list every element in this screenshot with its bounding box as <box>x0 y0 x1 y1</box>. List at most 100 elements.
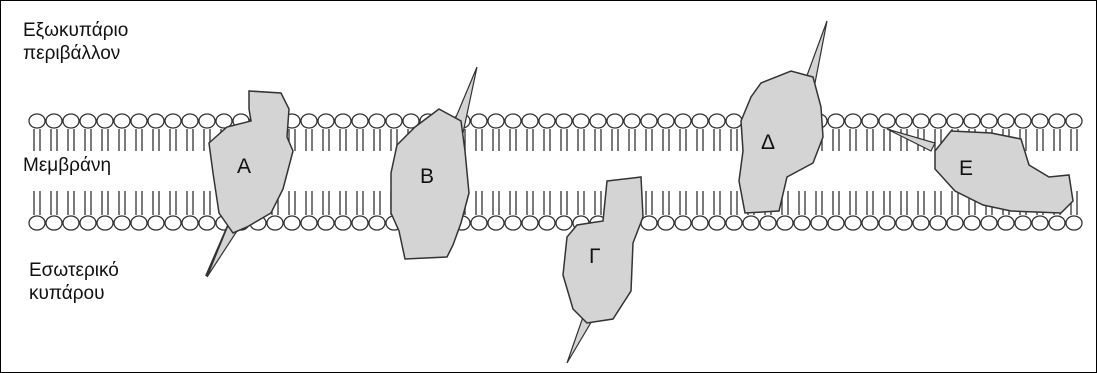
lipid-head <box>980 113 998 129</box>
lipid-head <box>1031 215 1049 231</box>
lipid-head <box>1048 113 1066 129</box>
lipid-head <box>130 215 148 231</box>
lipid-head <box>1065 113 1083 129</box>
lipid-head <box>640 215 658 231</box>
lipid-head <box>521 113 539 129</box>
lipid-head <box>96 215 114 231</box>
lipid-head <box>963 215 981 231</box>
lipid-head <box>657 113 675 129</box>
lipid-head <box>147 215 165 231</box>
lipid-head <box>776 215 794 231</box>
lipid-head <box>861 113 879 129</box>
lipid-head <box>623 113 641 129</box>
lipid-head <box>725 215 743 231</box>
lipid-head <box>487 113 505 129</box>
lipid-head <box>946 215 964 231</box>
lipid-head <box>1014 215 1032 231</box>
lipid-head <box>164 113 182 129</box>
protein-e-label: Ε <box>959 157 973 180</box>
lipid-head <box>368 113 386 129</box>
lipid-head <box>45 113 63 129</box>
lipid-head <box>589 113 607 129</box>
lipid-head <box>487 215 505 231</box>
lipid-head <box>929 215 947 231</box>
lipid-head <box>300 215 318 231</box>
lipid-head <box>844 113 862 129</box>
lipid-head <box>130 113 148 129</box>
lipid-head <box>283 215 301 231</box>
lipid-head <box>640 113 658 129</box>
lipid-head <box>674 215 692 231</box>
membrane-label: Μεμβράνη <box>23 154 114 177</box>
lipid-head <box>997 215 1015 231</box>
lipid-head <box>793 215 811 231</box>
lipid-head <box>555 113 573 129</box>
lipid-head <box>878 215 896 231</box>
protein-e-tail <box>886 128 936 152</box>
lipid-head <box>606 113 624 129</box>
lipid-head <box>402 113 420 129</box>
lipid-head <box>504 113 522 129</box>
lipid-head <box>96 113 114 129</box>
lipid-head <box>963 113 981 129</box>
lipid-head <box>215 113 233 129</box>
intracellular-label-line1: Εσωτερικό <box>29 260 119 281</box>
lipid-head <box>45 215 63 231</box>
lipid-head <box>878 113 896 129</box>
lipid-head <box>28 215 46 231</box>
protein-d-body <box>738 70 824 214</box>
lipid-head <box>572 113 590 129</box>
lipid-head <box>691 215 709 231</box>
extracellular-label: Εξωκυπάριο περιβάλλον <box>23 19 128 65</box>
extracellular-label-line1: Εξωκυπάριο <box>23 20 129 41</box>
lipid-head <box>555 215 573 231</box>
lipid-head <box>79 113 97 129</box>
lipid-head <box>827 113 845 129</box>
lipid-head <box>929 113 947 129</box>
extracellular-label-line2: περιβάλλον <box>23 43 121 64</box>
lipid-head <box>759 215 777 231</box>
lipid-head <box>997 113 1015 129</box>
lipid-head <box>895 113 913 129</box>
protein-g-body <box>562 176 644 324</box>
lipid-head <box>368 215 386 231</box>
lipid-head <box>538 215 556 231</box>
lipid-head <box>351 215 369 231</box>
lipid-head <box>62 113 80 129</box>
lipid-head <box>827 215 845 231</box>
lipid-head <box>521 215 539 231</box>
lipid-head <box>810 215 828 231</box>
intracellular-label-line2: κυπάρου <box>29 283 105 304</box>
lipid-head <box>266 215 284 231</box>
lipid-head <box>691 113 709 129</box>
lipid-head <box>470 113 488 129</box>
lipid-head <box>62 215 80 231</box>
protein-a-body <box>208 90 294 234</box>
lipid-head <box>725 113 743 129</box>
lipid-head <box>317 215 335 231</box>
protein-g: Γ <box>562 176 644 364</box>
lipid-head <box>385 113 403 129</box>
lipid-head <box>538 113 556 129</box>
lipid-head <box>895 215 913 231</box>
intracellular-label: Εσωτερικό κυπάρου <box>29 259 119 305</box>
protein-d-tail <box>804 20 828 84</box>
protein-b: Β <box>390 66 478 260</box>
protein-e-body <box>934 130 1074 214</box>
lipid-head <box>147 113 165 129</box>
protein-b-label: Β <box>420 165 434 188</box>
lipid-head <box>181 113 199 129</box>
lipid-head <box>708 113 726 129</box>
lipid-head <box>351 113 369 129</box>
lipid-head <box>28 113 46 129</box>
protein-a: Α <box>205 90 294 278</box>
lipid-head <box>1014 113 1032 129</box>
lipid-head <box>674 113 692 129</box>
lipid-head <box>470 215 488 231</box>
lipid-head <box>164 215 182 231</box>
lipid-head <box>708 215 726 231</box>
protein-e: Ε <box>886 128 1074 214</box>
lipid-head <box>198 113 216 129</box>
